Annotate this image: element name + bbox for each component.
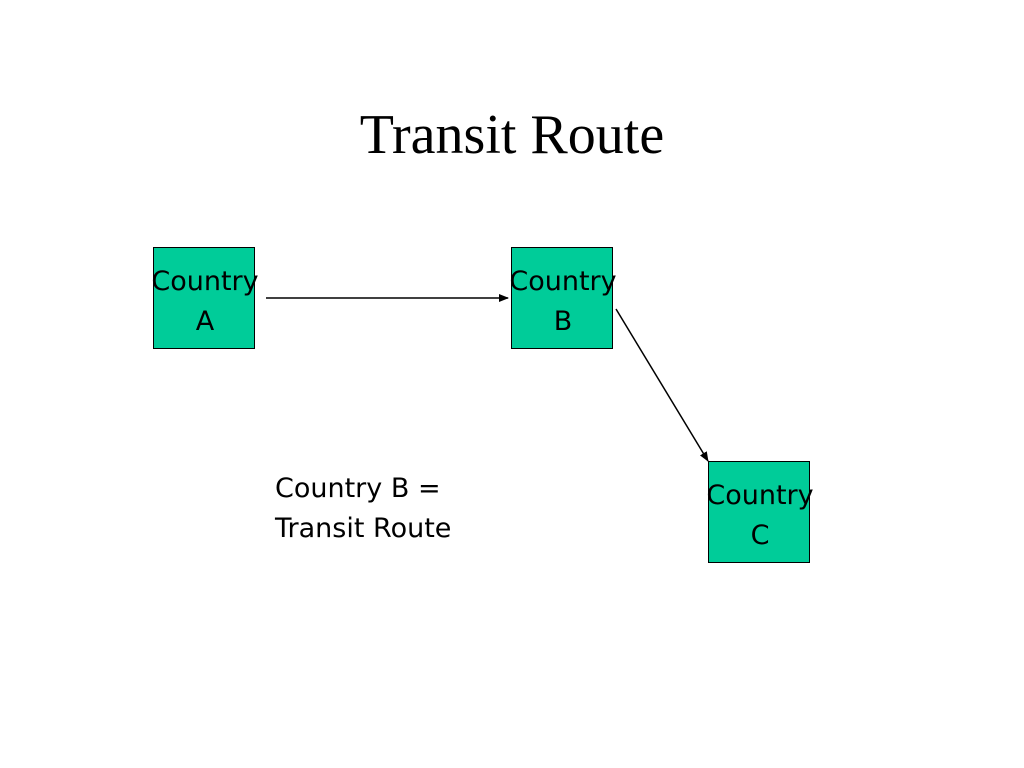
country-c-label-line2: C bbox=[750, 520, 770, 551]
country-c-label: Country C bbox=[699, 476, 821, 556]
country-a-label: Country A bbox=[144, 262, 266, 342]
transit-note-line1: Country B = bbox=[275, 473, 441, 504]
country-a-label-line2: A bbox=[195, 306, 215, 337]
arrow-b-to-c bbox=[615, 308, 709, 462]
transit-note-line2: Transit Route bbox=[275, 513, 452, 544]
country-c-box: Country C bbox=[706, 461, 814, 563]
country-b-box: Country B bbox=[509, 247, 617, 349]
country-b-label-line2: B bbox=[553, 306, 573, 337]
country-c-label-line1: Country bbox=[706, 480, 814, 511]
country-a-box: Country A bbox=[151, 247, 259, 349]
country-b-label: Country B bbox=[502, 262, 624, 342]
slide-title: Transit Route bbox=[359, 104, 665, 166]
country-a-label-line1: Country bbox=[151, 266, 259, 297]
transit-note: Country B = Transit Route bbox=[275, 469, 451, 549]
country-b-label-line1: Country bbox=[509, 266, 617, 297]
